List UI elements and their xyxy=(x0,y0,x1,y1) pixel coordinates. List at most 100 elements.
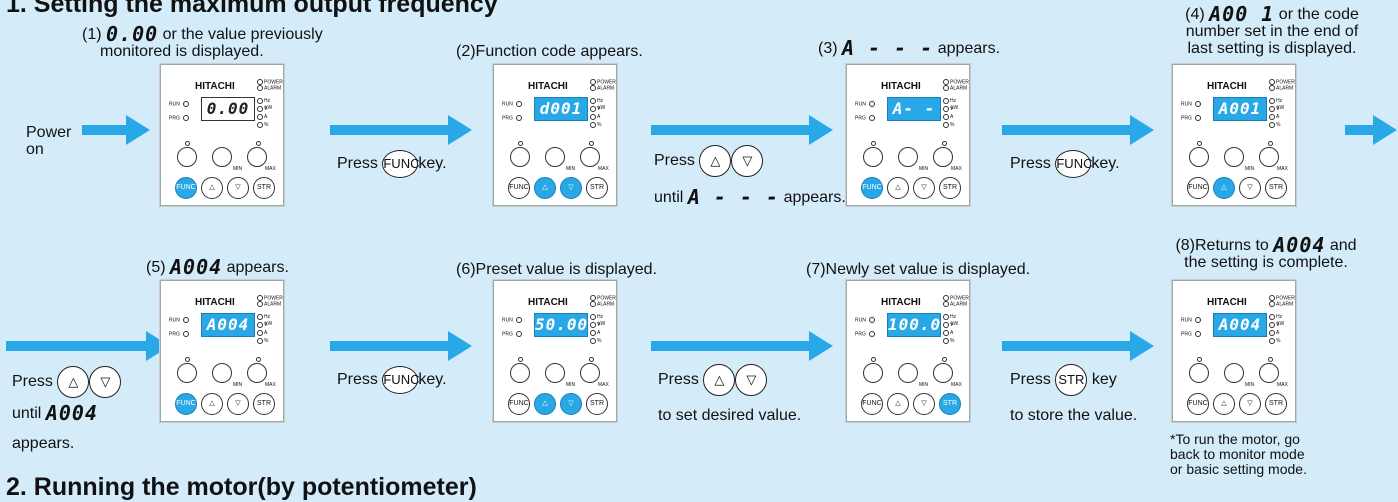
func-button[interactable]: FUNC xyxy=(508,393,530,415)
str-button[interactable]: STR xyxy=(1265,177,1287,199)
up-button[interactable]: △ xyxy=(534,177,556,199)
step-7-caption: (7)Newly set value is displayed. xyxy=(806,261,1031,278)
kw-label: kW xyxy=(598,321,606,327)
seven-seg-display: 50.00 xyxy=(534,313,588,337)
potentiometer-knob[interactable] xyxy=(247,363,267,383)
section-heading-1: 1. Setting the maximum output frequency xyxy=(6,0,498,18)
up-button[interactable]: △ xyxy=(1213,177,1235,199)
step-6-caption: (6)Preset value is displayed. xyxy=(456,261,657,278)
round-button[interactable] xyxy=(177,363,197,383)
kw-label: kW xyxy=(951,105,959,111)
run-led: RUN xyxy=(1181,101,1201,107)
round-button[interactable] xyxy=(1189,147,1209,167)
func-button[interactable]: FUNC xyxy=(861,177,883,199)
round-button[interactable] xyxy=(898,147,918,167)
str-button[interactable]: STR xyxy=(586,177,608,199)
step-1-caption: (1) 0.00 or the value previously monitor… xyxy=(82,22,323,60)
flow-arrow xyxy=(330,115,472,145)
round-button[interactable] xyxy=(1224,363,1244,383)
potentiometer-knob[interactable] xyxy=(580,363,600,383)
indicator-dot xyxy=(942,141,947,146)
down-key-icon: ▽ xyxy=(735,363,768,396)
down-button[interactable]: ▽ xyxy=(913,177,935,199)
str-button[interactable]: STR xyxy=(586,393,608,415)
indicator-dot xyxy=(942,357,947,362)
str-button[interactable]: STR xyxy=(253,393,275,415)
func-button[interactable]: FUNC xyxy=(175,177,197,199)
kw-label: kW xyxy=(598,105,606,111)
down-button[interactable]: ▽ xyxy=(560,393,582,415)
round-button[interactable] xyxy=(177,147,197,167)
seven-seg-display: A004 xyxy=(201,313,255,337)
round-button[interactable] xyxy=(863,363,883,383)
prg-led: PRG xyxy=(855,115,875,121)
down-button[interactable]: ▽ xyxy=(1239,393,1261,415)
round-button[interactable] xyxy=(863,147,883,167)
up-button[interactable]: △ xyxy=(201,177,223,199)
up-button[interactable]: △ xyxy=(1213,393,1235,415)
round-button[interactable] xyxy=(510,363,530,383)
up-button[interactable]: △ xyxy=(887,177,909,199)
str-button[interactable]: STR xyxy=(939,177,961,199)
step-4-caption: (4) A00 1 or the code number set in the … xyxy=(1185,2,1359,57)
round-button[interactable] xyxy=(212,363,232,383)
up-button[interactable]: △ xyxy=(201,393,223,415)
down-button[interactable]: ▽ xyxy=(913,393,935,415)
seven-seg-display: A- - - xyxy=(887,97,941,140)
potentiometer-knob[interactable] xyxy=(933,147,953,167)
min-label: MIN xyxy=(566,382,576,388)
down-button[interactable]: ▽ xyxy=(560,177,582,199)
prg-led: PRG xyxy=(502,331,522,337)
prg-led: PRG xyxy=(502,115,522,121)
seven-seg-display: 100.0 xyxy=(887,313,941,337)
brand-label: HITACHI xyxy=(1207,81,1247,92)
round-button[interactable] xyxy=(1189,363,1209,383)
func-button[interactable]: FUNC xyxy=(861,393,883,415)
round-button[interactable] xyxy=(545,147,565,167)
round-button[interactable] xyxy=(1224,147,1244,167)
down-button[interactable]: ▽ xyxy=(1239,177,1261,199)
potentiometer-knob[interactable] xyxy=(933,363,953,383)
potentiometer-knob[interactable] xyxy=(247,147,267,167)
round-button[interactable] xyxy=(212,147,232,167)
run-led: RUN xyxy=(502,317,522,323)
func-button[interactable]: FUNC xyxy=(508,177,530,199)
min-label: MIN xyxy=(919,166,929,172)
str-button[interactable]: STR xyxy=(1265,393,1287,415)
down-button[interactable]: ▽ xyxy=(227,177,249,199)
potentiometer-knob[interactable] xyxy=(1259,147,1279,167)
flow-arrow xyxy=(1002,331,1154,361)
indicator-dot xyxy=(1268,141,1273,146)
round-button[interactable] xyxy=(898,363,918,383)
up-button[interactable]: △ xyxy=(887,393,909,415)
func-button[interactable]: FUNC xyxy=(1187,393,1209,415)
round-button[interactable] xyxy=(510,147,530,167)
brand-label: HITACHI xyxy=(1207,297,1247,308)
potentiometer-knob[interactable] xyxy=(580,147,600,167)
run-led: RUN xyxy=(855,101,875,107)
flow-arrow xyxy=(6,331,170,361)
max-label: MAX xyxy=(1277,166,1288,172)
min-label: MIN xyxy=(233,166,243,172)
up-button[interactable]: △ xyxy=(534,393,556,415)
down-button[interactable]: ▽ xyxy=(227,393,249,415)
potentiometer-knob[interactable] xyxy=(1259,363,1279,383)
brand-label: HITACHI xyxy=(195,297,235,308)
str-button[interactable]: STR xyxy=(939,393,961,415)
str-button[interactable]: STR xyxy=(253,177,275,199)
func-button[interactable]: FUNC xyxy=(1187,177,1209,199)
step-8-caption: (8)Returns to A004 and the setting is co… xyxy=(1175,233,1357,271)
flow-arrow xyxy=(1345,115,1397,145)
func-button[interactable]: FUNC xyxy=(175,393,197,415)
round-button[interactable] xyxy=(545,363,565,383)
